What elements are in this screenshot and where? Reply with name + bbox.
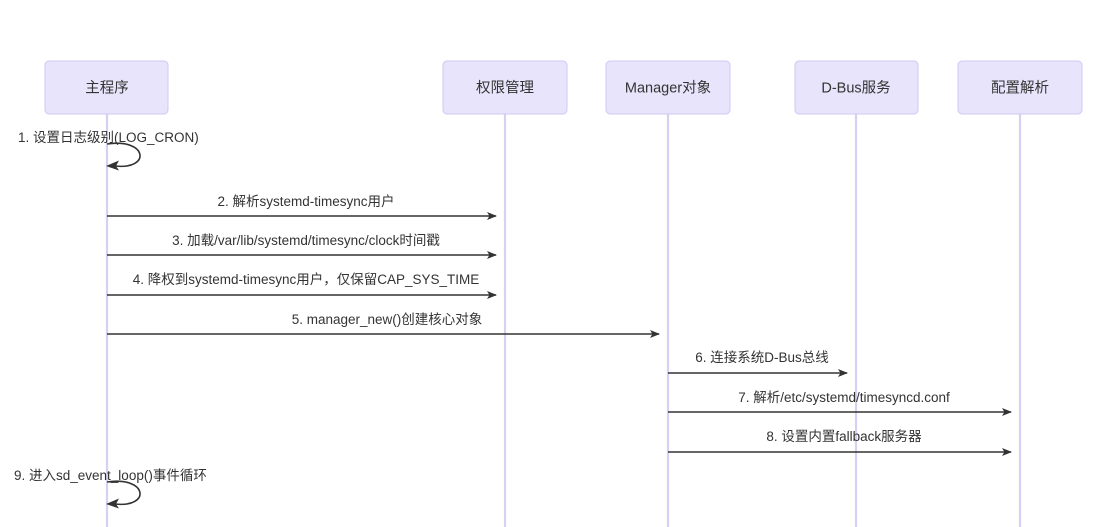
message-label: 8. 设置内置fallback服务器	[766, 429, 922, 444]
participant-box	[605, 60, 731, 115]
participant-label: 权限管理	[476, 79, 534, 96]
message-label: 2. 解析systemd-timesync用户	[217, 193, 394, 209]
message-label: 1. 设置日志级别(LOG_CRON)	[18, 130, 199, 145]
participant-box	[794, 60, 919, 115]
participant-main[interactable]: 主程序	[44, 60, 169, 115]
participant-label: Manager对象	[625, 79, 711, 96]
participants-group: 主程序 权限管理 Manager对象 D-Bus服务 配置解析	[44, 60, 1083, 115]
participant-label: D-Bus服务	[821, 79, 890, 96]
participant-box	[957, 60, 1083, 115]
message-5[interactable]: 5. manager_new()创建核心对象	[107, 312, 660, 338]
participant-box	[44, 60, 169, 115]
message-8[interactable]: 8. 设置内置fallback服务器	[668, 429, 1012, 456]
participant-label: 主程序	[85, 79, 129, 96]
lifelines-group	[105, 114, 1022, 527]
message-9[interactable]: 9. 进入sd_event_loop()事件循环	[14, 468, 207, 509]
message-label: 9. 进入sd_event_loop()事件循环	[14, 468, 207, 483]
participant-dbus[interactable]: D-Bus服务	[794, 60, 919, 115]
participant-perm[interactable]: 权限管理	[442, 60, 568, 115]
self-message-loop	[106, 480, 141, 506]
message-4[interactable]: 4. 降权到systemd-timesync用户，仅保留CAP_SYS_TIME	[107, 271, 497, 299]
messages-group: 1. 设置日志级别(LOG_CRON) 2. 解析systemd-timesync…	[14, 130, 1012, 509]
message-label: 3. 加载/var/lib/systemd/timesync/clock时间戳	[172, 233, 440, 248]
message-label: 7. 解析/etc/systemd/timesyncd.conf	[738, 390, 950, 405]
self-message-loop	[106, 142, 141, 168]
message-label: 5. manager_new()创建核心对象	[292, 312, 483, 327]
participant-manager[interactable]: Manager对象	[605, 60, 731, 115]
participant-box	[442, 60, 568, 115]
message-label: 4. 降权到systemd-timesync用户，仅保留CAP_SYS_TIME	[133, 271, 480, 287]
arrowhead	[106, 160, 119, 171]
message-3[interactable]: 3. 加载/var/lib/systemd/timesync/clock时间戳	[107, 233, 497, 259]
participant-label: 配置解析	[991, 79, 1049, 96]
message-2[interactable]: 2. 解析systemd-timesync用户	[107, 193, 497, 220]
message-label: 6. 连接系统D-Bus总线	[695, 349, 829, 365]
message-7[interactable]: 7. 解析/etc/systemd/timesyncd.conf	[668, 390, 1012, 416]
arrowhead	[106, 498, 119, 509]
message-6[interactable]: 6. 连接系统D-Bus总线	[668, 349, 848, 377]
message-1[interactable]: 1. 设置日志级别(LOG_CRON)	[18, 130, 199, 171]
participant-config[interactable]: 配置解析	[957, 60, 1083, 115]
